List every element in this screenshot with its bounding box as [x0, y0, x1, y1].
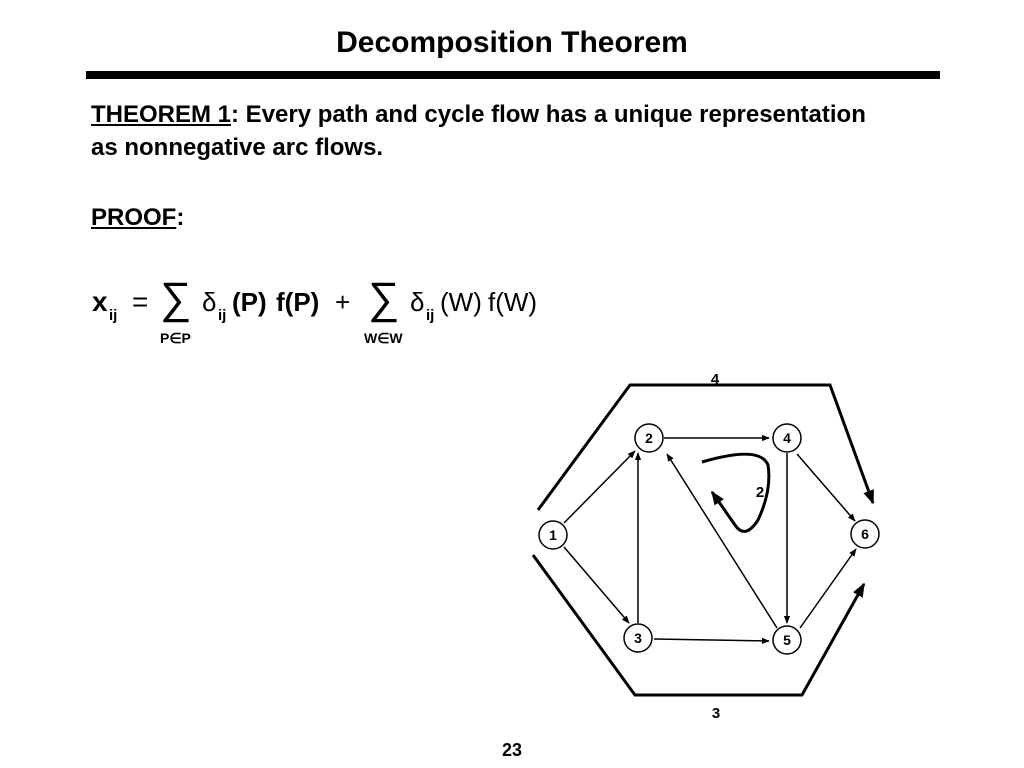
node-4: 4 — [772, 423, 802, 453]
path-flow-top-label: 4 — [711, 371, 720, 388]
formula-delta-1: δ — [202, 287, 216, 317]
formula-lhs-sub: ij — [109, 307, 117, 324]
node-circle — [623, 623, 653, 653]
formula-term-2-f: f(W) — [488, 287, 537, 317]
path-flow-bottom-arrow — [531, 554, 866, 697]
node-circle — [850, 519, 880, 549]
cycle-flow-arrow — [701, 452, 771, 533]
node-label: 1 — [549, 527, 557, 543]
node-label: 6 — [861, 526, 869, 542]
slide-title: Decomposition Theorem — [336, 26, 688, 59]
formula-sum-1-under: P∈P — [160, 330, 191, 346]
proof-label: PROOF — [91, 204, 177, 231]
node-circle — [538, 520, 568, 550]
formula-term-1-f: f(P) — [276, 287, 319, 317]
node-circle — [772, 625, 802, 655]
node-2: 2 — [634, 423, 664, 453]
proof-heading: PROOF: — [91, 201, 184, 234]
theorem-statement: THEOREM 1: Every path and cycle flow has… — [91, 98, 891, 164]
cycle-flow-label: 2 — [756, 484, 764, 501]
node-6: 6 — [850, 519, 880, 549]
edge-3-5 — [653, 637, 770, 645]
formula-sum-2: ∑ — [368, 274, 399, 323]
decomposition-formula: x ij = ∑ P∈P δ ij (P) f(P) + ∑ W∈W δ ij … — [92, 274, 537, 346]
formula-delta-1-sub: ij — [218, 307, 226, 324]
node-label: 4 — [783, 430, 791, 446]
edge-4-6 — [796, 453, 856, 522]
theorem-text: Every path and cycle flow has a unique r… — [91, 101, 866, 161]
node-circle — [634, 423, 664, 453]
path-flow-bottom-label: 3 — [712, 705, 720, 722]
formula-sum-1: ∑ — [160, 274, 191, 323]
edge-1-3 — [563, 546, 630, 624]
node-label: 5 — [783, 632, 791, 648]
formula-delta-2-sub: ij — [426, 307, 434, 324]
formula-sum-2-under: W∈W — [364, 330, 403, 346]
formula-lhs-var: x — [92, 286, 108, 317]
edge-5-2 — [666, 453, 778, 629]
formula-delta-2: δ — [410, 287, 424, 317]
node-label: 3 — [634, 630, 642, 646]
node-circle — [772, 423, 802, 453]
node-label: 2 — [645, 430, 653, 446]
formula-term-2-arg: (W) — [440, 287, 482, 317]
formula-term-1-arg: (P) — [232, 287, 267, 317]
node-1: 1 — [538, 520, 568, 550]
path-flow-top-arrow — [536, 383, 875, 511]
proof-separator: : — [176, 204, 185, 231]
edge-1-2 — [563, 450, 636, 524]
theorem-separator: : — [231, 101, 240, 128]
formula-plus: + — [335, 287, 350, 317]
page-number: 23 — [501, 740, 523, 760]
title-divider — [86, 71, 940, 79]
node-3: 3 — [623, 623, 653, 653]
node-5: 5 — [772, 625, 802, 655]
theorem-label: THEOREM 1 — [91, 101, 232, 128]
formula-equals: = — [132, 286, 148, 317]
edge-5-6 — [799, 548, 857, 629]
network-diagram: 4 3 2 1 2 3 4 5 6 — [531, 371, 880, 722]
